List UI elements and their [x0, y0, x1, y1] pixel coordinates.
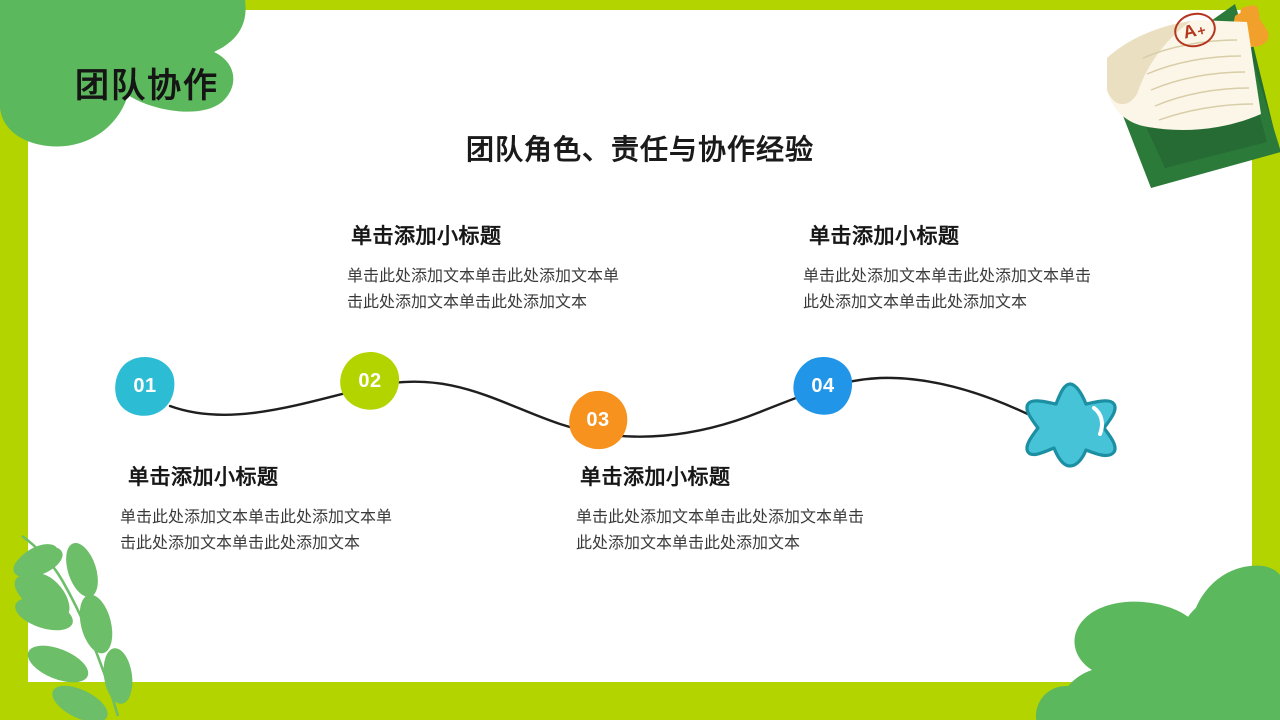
marker-label: 01	[133, 374, 157, 397]
timeline-marker-04[interactable]: 04	[792, 355, 854, 417]
block-body: 单击此处添加文本单击此处添加文本单 击此处添加文本单击此处添加文本	[347, 268, 620, 311]
content-block-02: 单击添加小标题 单击此处添加文本单击此处添加文本单击 此处添加文本单击此处添加文…	[803, 220, 1091, 316]
content-block-03: 单击添加小标题 单击此处添加文本单击此处添加文本单 击此处添加文本单击此处添加文…	[120, 461, 392, 557]
block-heading: 单击添加小标题	[809, 225, 960, 248]
block-heading: 单击添加小标题	[351, 225, 502, 248]
marker-label: 04	[811, 374, 835, 397]
content-block-04: 单击添加小标题 单击此处添加文本单击此处添加文本单击 此处添加文本单击此处添加文…	[576, 461, 864, 557]
marker-label: 03	[586, 408, 610, 431]
marker-label: 02	[358, 369, 382, 392]
block-body: 单击此处添加文本单击此处添加文本单击 此处添加文本单击此处添加文本	[803, 268, 1092, 311]
blob-shape-icon	[340, 352, 400, 410]
blob-shape-icon	[793, 357, 853, 415]
blob-shape-icon	[569, 390, 628, 450]
blob-shape-icon	[115, 357, 175, 416]
block-heading: 单击添加小标题	[580, 466, 731, 489]
block-body: 单击此处添加文本单击此处添加文本单 击此处添加文本单击此处添加文本	[120, 509, 393, 552]
page-title: 团队协作	[75, 67, 219, 105]
block-body: 单击此处添加文本单击此处添加文本单击 此处添加文本单击此处添加文本	[576, 509, 865, 552]
content-block-01: 单击添加小标题 单击此处添加文本单击此处添加文本单 击此处添加文本单击此处添加文…	[347, 220, 619, 316]
timeline-marker-03[interactable]: 03	[567, 389, 629, 451]
timeline-marker-01[interactable]: 01	[114, 355, 176, 417]
section-title: 团队角色、责任与协作经验	[465, 134, 814, 165]
timeline-marker-02[interactable]: 02	[339, 350, 401, 412]
block-heading: 单击添加小标题	[128, 466, 279, 489]
star-endpoint-icon	[1025, 382, 1117, 468]
